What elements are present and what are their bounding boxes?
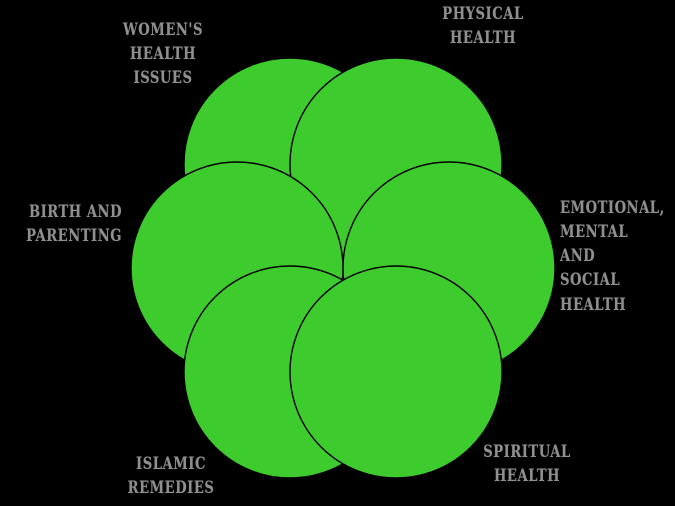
venn-circle-group [130, 57, 556, 479]
venn-circle-spiritual-health[interactable] [289, 265, 503, 479]
venn-label-womens-health-issues: Women's Health Issues [122, 20, 203, 89]
venn-label-spiritual-health: Spiritual Health [483, 442, 571, 487]
venn-label-birth-and-parenting: Birth and Parenting [26, 202, 122, 247]
venn-label-islamic-remedies: Islamic Remedies [127, 454, 215, 499]
venn-label-physical-health: Physical Health [442, 4, 524, 49]
venn-label-emotional-mental-and-social-health: Emotional, Mental and Social Health [560, 198, 665, 315]
